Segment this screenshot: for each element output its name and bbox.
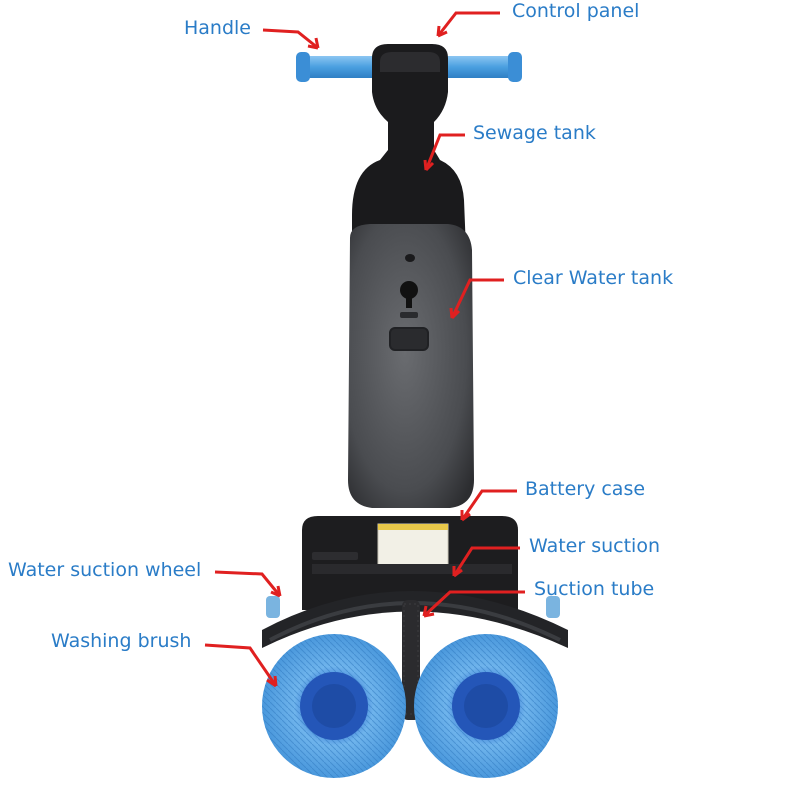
label-water-suction: Water suction xyxy=(529,535,660,557)
arrow-washing-brush xyxy=(204,643,278,688)
label-battery-case: Battery case xyxy=(525,478,646,500)
clear-water-tank xyxy=(348,224,474,508)
arrow-clear-water-tank xyxy=(449,278,504,320)
washing-brush-right xyxy=(414,634,558,778)
suction-tube xyxy=(402,600,420,720)
label-washing-brush: Washing brush xyxy=(51,630,192,652)
arrow-sewage-tank xyxy=(423,133,465,172)
washing-brush-left xyxy=(262,634,406,778)
arrow-water-suction-wheel xyxy=(214,570,282,598)
control-panel-head xyxy=(372,44,448,150)
arrow-handle xyxy=(262,28,320,50)
label-control-panel: Control panel xyxy=(512,0,640,22)
label-clear-water-tank: Clear Water tank xyxy=(513,267,674,289)
arrow-control-panel xyxy=(436,11,500,38)
arrow-water-suction xyxy=(452,546,520,578)
label-water-suction-wheel: Water suction wheel xyxy=(8,559,202,581)
label-sewage-tank: Sewage tank xyxy=(473,122,596,144)
arrow-suction-tube xyxy=(422,590,525,618)
label-handle: Handle xyxy=(184,17,252,39)
arrow-battery-case xyxy=(460,489,517,522)
water-suction-wheel xyxy=(266,596,560,618)
annotation-arrows xyxy=(204,11,525,688)
label-suction-tube: Suction tube xyxy=(534,578,655,600)
battery-case xyxy=(302,516,518,610)
